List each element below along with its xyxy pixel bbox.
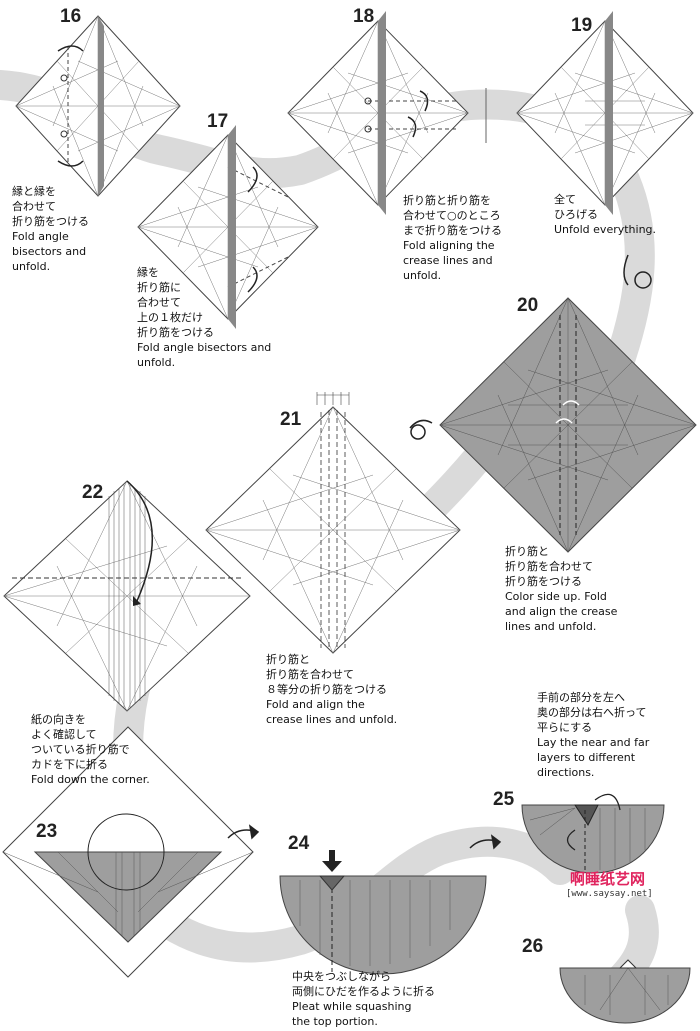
step-25-caption: 手前の部分を左へ 奥の部分は右へ折って 平らにする Lay the near a… [537, 690, 649, 780]
step-16-jp: 縁と縁を 合わせて 折り筋をつける [12, 185, 89, 228]
next-step-arrows [227, 824, 502, 850]
step-23-diagram [2, 726, 254, 978]
step-18-number: 18 [353, 6, 375, 27]
step-20-diagram [439, 297, 697, 553]
step-18-en: Fold aligning the crease lines and unfol… [403, 239, 495, 282]
step-25-number: 25 [493, 789, 515, 810]
step-22-diagram [3, 480, 251, 712]
step-20-caption: 折り筋と 折り筋を合わせて 折り筋をつける Color side up. Fol… [505, 544, 617, 634]
step-24-caption: 中央をつぶしながら 両側にひだを作るように折る Pleat while squa… [292, 969, 435, 1029]
step-24-number: 24 [288, 833, 310, 854]
step-22-caption: 紙の向きを よく確認して ついている折り筋で カドを下に折る Fold down… [31, 712, 150, 787]
step-16-en: Fold angle bisectors and unfold. [12, 230, 87, 273]
step-22-en: Fold down the corner. [31, 773, 150, 786]
step-26-number: 26 [522, 936, 544, 957]
turn-over-arrow [409, 254, 652, 440]
step-17-en: Fold angle bisectors and unfold. [137, 341, 272, 369]
step-18-diagram [287, 11, 487, 215]
step-18-caption: 折り筋と折り筋を 合わせて○のところ まで折り筋をつける Fold aligni… [403, 193, 502, 283]
step-16-diagram [15, 15, 181, 197]
step-21-jp: 折り筋と 折り筋を合わせて ８等分の折り筋をつける [266, 653, 387, 696]
watermark-site: 啊睡纸艺网 [570, 870, 646, 888]
step-20-en: Color side up. Fold and align the crease… [505, 590, 618, 633]
step-16-caption: 縁と縁を 合わせて 折り筋をつける Fold angle bisectors a… [12, 184, 89, 274]
step-20-number: 20 [517, 295, 539, 316]
step-24-diagram [279, 850, 487, 975]
watermark-url: [www.saysay.net] [566, 889, 653, 899]
step-25-en: Lay the near and far layers to different… [537, 736, 650, 779]
step-22-number: 22 [82, 482, 104, 503]
step-18-jp: 折り筋と折り筋を 合わせて○のところ まで折り筋をつける [403, 194, 502, 237]
step-26-diagram [559, 959, 691, 1024]
step-19-diagram [516, 11, 694, 215]
step-17-caption: 縁を 折り筋に 合わせて 上の１枚だけ 折り筋をつける Fold angle b… [137, 265, 271, 370]
step-25-jp: 手前の部分を左へ 奥の部分は右へ折って 平らにする [537, 691, 647, 734]
step-17-diagram [137, 125, 319, 329]
step-21-number: 21 [280, 409, 302, 430]
step-17-number: 17 [207, 111, 229, 132]
step-21-en: Fold and align the crease lines and unfo… [266, 698, 398, 726]
step-24-en: Pleat while squashing the top portion. [292, 1000, 412, 1028]
step-21-diagram [205, 392, 461, 654]
step-21-caption: 折り筋と 折り筋を合わせて ８等分の折り筋をつける Fold and align… [266, 652, 397, 727]
step-16-number: 16 [60, 6, 82, 27]
step-19-jp: 全て ひろげる [554, 193, 598, 221]
step-19-caption: 全て ひろげる Unfold everything. [554, 192, 656, 237]
step-19-number: 19 [571, 15, 593, 36]
step-25-diagram [521, 793, 665, 874]
step-17-jp: 縁を 折り筋に 合わせて 上の１枚だけ 折り筋をつける [137, 266, 214, 339]
step-20-jp: 折り筋と 折り筋を合わせて 折り筋をつける [505, 545, 593, 588]
step-22-jp: 紙の向きを よく確認して ついている折り筋で カドを下に折る [31, 713, 130, 771]
step-19-en: Unfold everything. [554, 223, 657, 236]
step-24-jp: 中央をつぶしながら 両側にひだを作るように折る [292, 970, 435, 998]
step-23-number: 23 [36, 821, 58, 842]
